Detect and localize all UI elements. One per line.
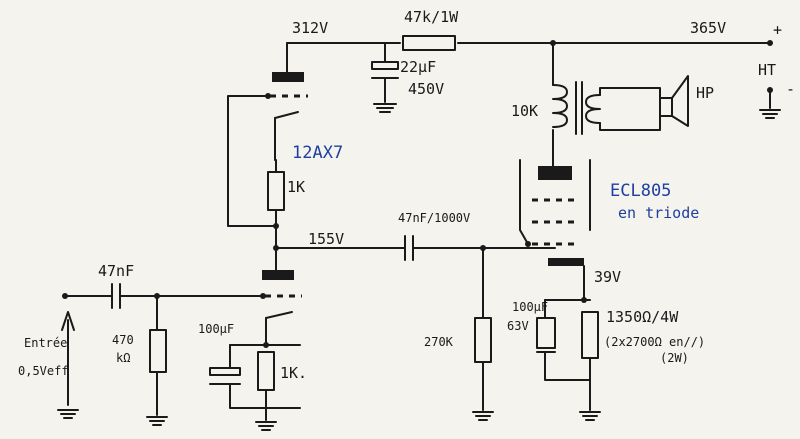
label-47k-1w: 47k/1W (404, 8, 459, 26)
label-1k-bottom: 1K. (280, 364, 307, 382)
cathode-network-lower (209, 342, 301, 431)
resistor-470k (149, 329, 167, 373)
label-kohm: kΩ (116, 351, 130, 365)
label-12ax7: 12AX7 (292, 143, 343, 163)
label-47nf-1000v: 47nF/1000V (398, 211, 470, 225)
label-365v: 365V (690, 19, 726, 37)
label-input-level: 0,5Veff (18, 364, 69, 378)
label-1k-middle: 1K (287, 178, 305, 196)
cathode-network-ecl805 (536, 299, 601, 421)
label-1350-ohm: 1350Ω/4W (606, 308, 679, 326)
label-transformer-10k: 10K (511, 102, 538, 120)
input-section (57, 283, 264, 419)
label-312v: 312V (292, 19, 328, 37)
resistor-1k-middle (267, 171, 285, 211)
label-450v: 450V (408, 80, 444, 98)
ground-270k (472, 411, 494, 421)
label-22uf: 22µF (400, 58, 436, 76)
label-ecl805: ECL805 (610, 181, 671, 201)
label-270k: 270K (424, 335, 454, 349)
label-100uf-left: 100µF (198, 322, 234, 336)
label-en-triode: en triode (618, 204, 699, 222)
ground-470k (146, 416, 168, 426)
label-ht: HT (758, 61, 776, 79)
output-transformer (552, 81, 661, 135)
label-47nf: 47nF (98, 262, 134, 280)
label-hp: HP (696, 84, 714, 102)
tube-ecl805 (519, 42, 591, 303)
capacitor-22uf (371, 42, 399, 113)
resistor-270k (474, 317, 492, 363)
label-470: 470 (112, 333, 134, 347)
label-2x2700: (2x2700Ω en//) (604, 335, 705, 349)
label-39v: 39V (594, 268, 621, 286)
speaker-hp (659, 75, 689, 127)
label-minus: - (786, 80, 795, 98)
label-155v: 155V (308, 230, 344, 248)
triode-12ax7-lower (260, 247, 302, 346)
capacitor-47nf-1000v (404, 235, 556, 261)
resistor-47k-1w (402, 35, 456, 51)
grid-bias-wire (227, 95, 277, 227)
label-63v: 63V (507, 319, 529, 333)
label-100uf-right: 100µF (512, 300, 548, 314)
label-plus: + (773, 21, 782, 39)
ht-rail (286, 40, 773, 46)
label-entree: Entrée (24, 336, 67, 350)
label-2w: (2W) (660, 351, 689, 365)
triode-12ax7-upper (265, 42, 308, 161)
ht-terminal (759, 87, 781, 119)
